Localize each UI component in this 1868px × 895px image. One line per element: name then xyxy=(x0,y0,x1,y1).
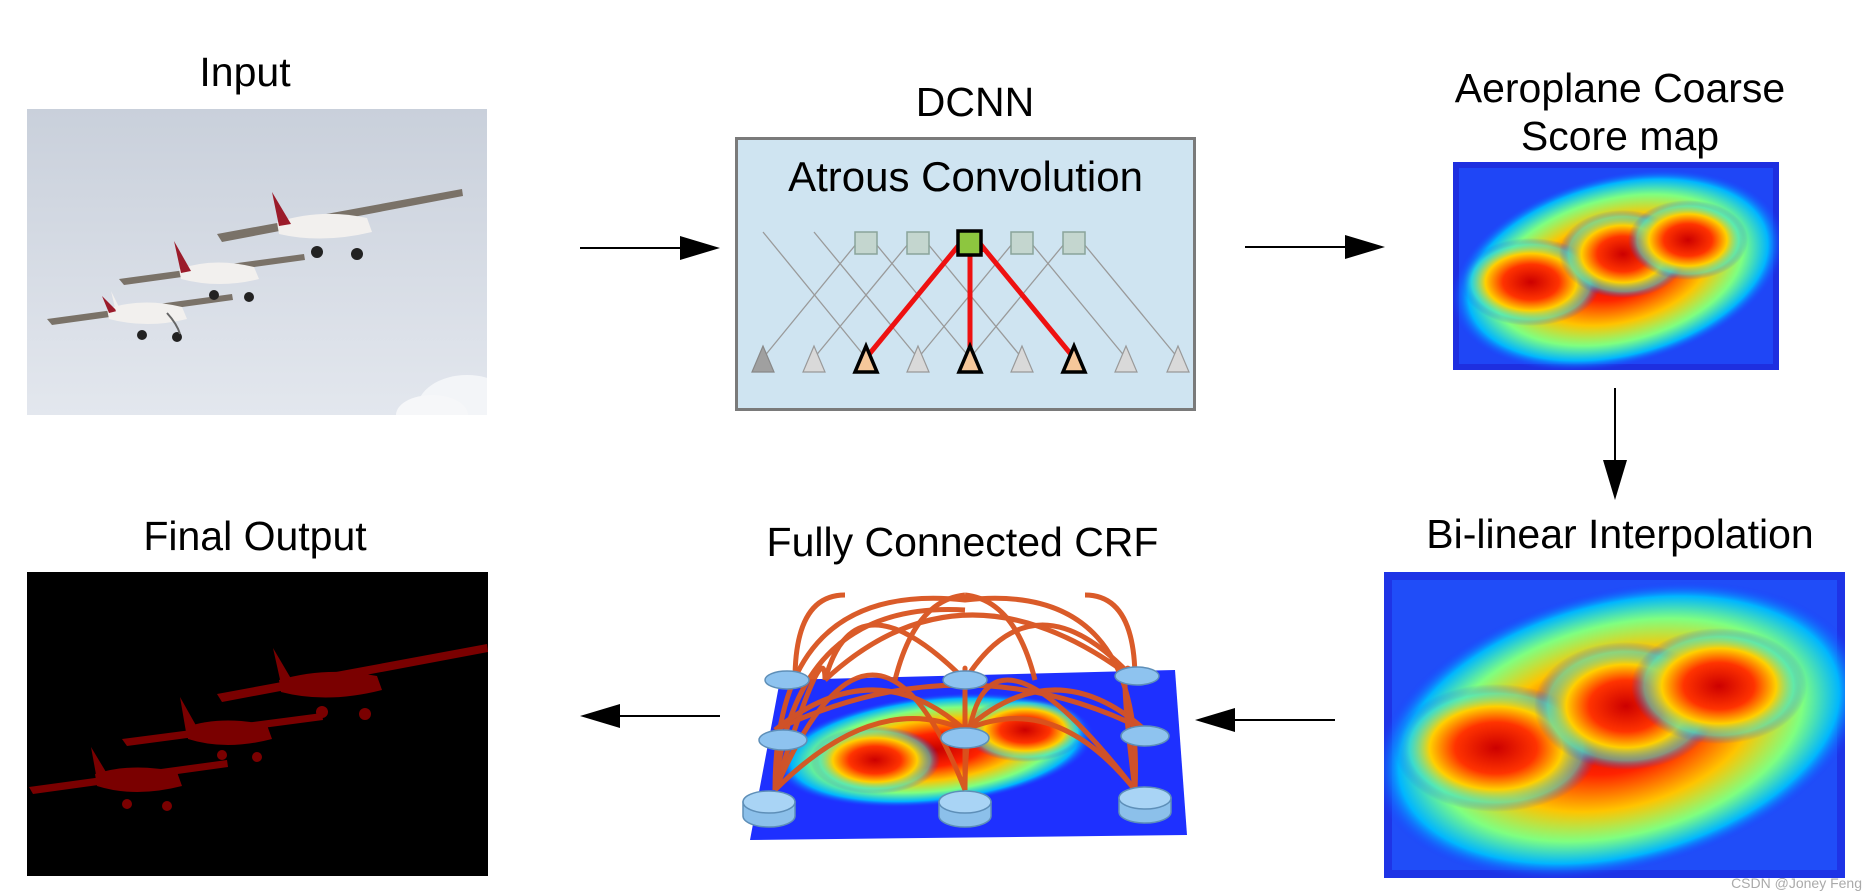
input-title: Input xyxy=(199,49,291,95)
arrow-input-to-dcnn xyxy=(580,236,720,260)
atrous-diagram xyxy=(751,229,1190,374)
arrow-dcnn-to-coarse xyxy=(1245,235,1385,259)
coarse-score-map xyxy=(1453,162,1779,370)
final-output-title: Final Output xyxy=(143,513,367,559)
arrow-crf-to-final xyxy=(580,704,720,728)
crf-title: Fully Connected CRF xyxy=(766,519,1159,565)
input-image xyxy=(27,109,487,415)
crf-node xyxy=(742,786,1172,828)
bilinear-title: Bi-linear Interpolation xyxy=(1426,511,1814,557)
coarse-score-title-line2: Score map xyxy=(1520,113,1720,159)
final-output-image xyxy=(27,572,488,876)
atrous-title: Atrous Convolution xyxy=(788,153,1143,200)
watermark: CSDN @Joney Feng xyxy=(1731,875,1862,891)
crf-visualization xyxy=(735,590,1195,845)
bilinear-score-map xyxy=(1384,572,1845,878)
coarse-score-title: Aeroplane Coarse Score map xyxy=(1380,64,1860,160)
airplane-icon xyxy=(47,189,463,342)
atrous-convolution-box: Atrous Convolution xyxy=(735,137,1196,411)
dcnn-title: DCNN xyxy=(915,79,1035,125)
coarse-score-title-line1: Aeroplane Coarse xyxy=(1454,65,1786,111)
arrow-coarse-to-bilinear xyxy=(1603,388,1627,500)
arrow-bilinear-to-crf xyxy=(1195,708,1335,732)
